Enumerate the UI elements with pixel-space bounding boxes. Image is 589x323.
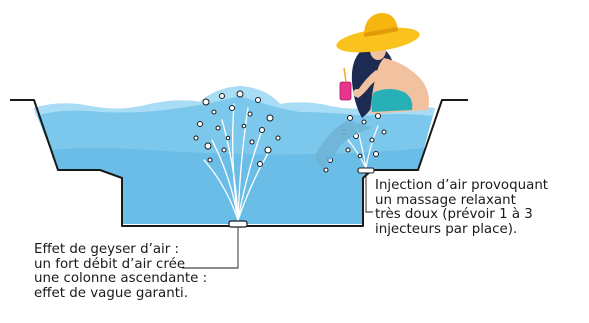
geyser-nozzle bbox=[229, 221, 247, 227]
geyser-caption-line: Effet de geyser d’air : bbox=[34, 243, 207, 258]
injection-caption-line: injecteurs par place). bbox=[375, 223, 548, 238]
injection-caption: Injection d’air provoquant un massage re… bbox=[375, 179, 548, 237]
geyser-caption: Effet de geyser d’air : un fort débit d’… bbox=[34, 243, 207, 301]
drink-glass bbox=[340, 82, 351, 100]
injection-caption-line: un massage relaxant bbox=[375, 194, 548, 209]
geyser-caption-line: un fort débit d’air crée bbox=[34, 258, 207, 273]
geyser-caption-line: une colonne ascendante : bbox=[34, 272, 207, 287]
injection-leader-line bbox=[366, 173, 373, 212]
geyser-caption-line: effet de vague garanti. bbox=[34, 287, 207, 302]
straw bbox=[344, 68, 346, 82]
injection-caption-line: Injection d’air provoquant bbox=[375, 179, 548, 194]
injection-caption-line: très doux (prévoir 1 à 3 bbox=[375, 208, 548, 223]
injection-nozzle bbox=[358, 168, 374, 173]
hand bbox=[353, 89, 361, 97]
